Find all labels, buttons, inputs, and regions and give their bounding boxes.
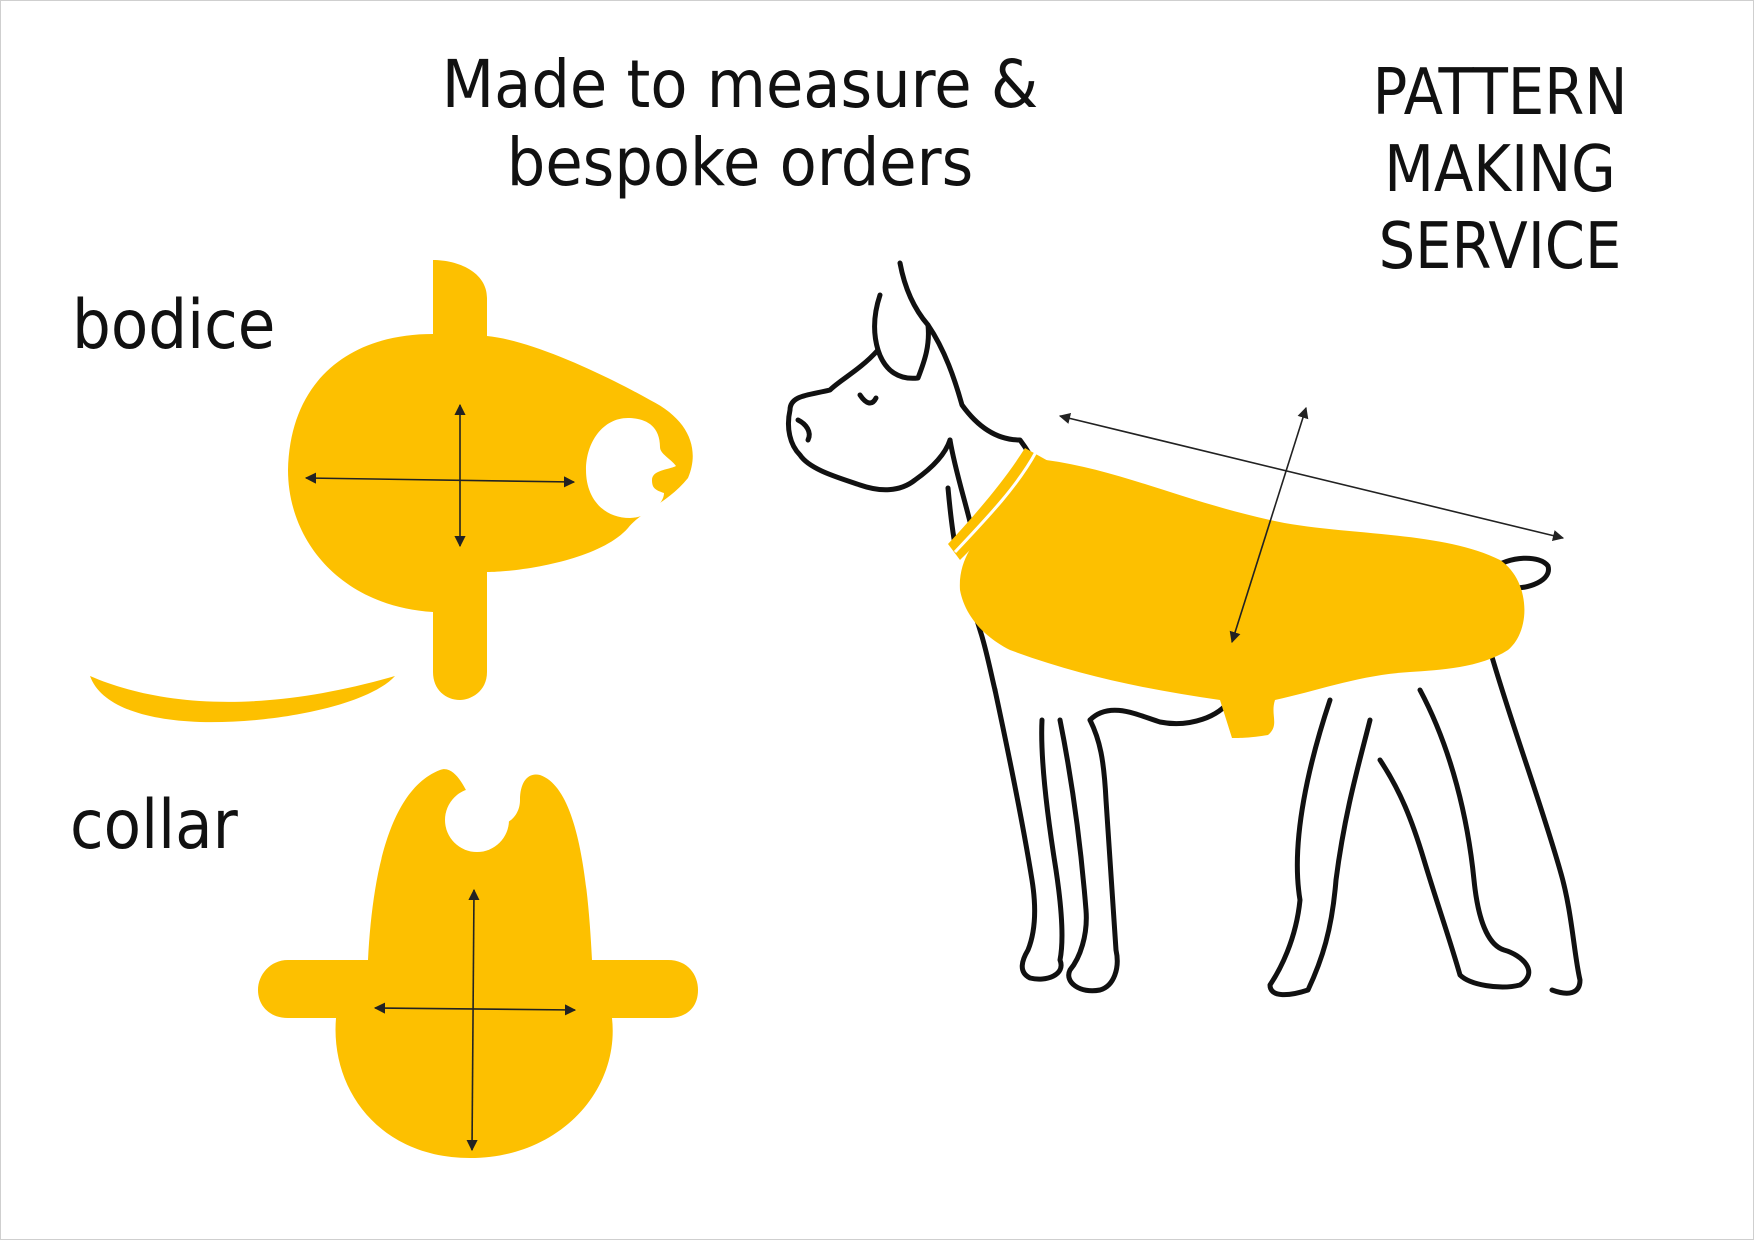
bodice-width-arrow [304, 472, 576, 488]
bodice-label: bodice [72, 286, 276, 365]
collar-label: collar [70, 786, 238, 865]
service-title: PATTERN MAKING SERVICE [1320, 55, 1680, 285]
bodice-neck-cutout [586, 418, 676, 518]
headline-line-2: bespoke orders [506, 123, 974, 201]
belly-length-arrow [466, 888, 480, 1152]
coat-shape [959, 460, 1525, 738]
service-line-3: SERVICE [1378, 209, 1622, 284]
headline-line-1: Made to measure & [441, 46, 1039, 123]
dog-coat [948, 406, 1565, 738]
belly-pattern-piece [258, 769, 698, 1158]
girth-arrow [1229, 406, 1309, 644]
headline: Made to measure & bespoke orders [372, 46, 1108, 202]
service-line-2: MAKING [1384, 132, 1616, 207]
back-length-arrow [1058, 412, 1565, 542]
service-line-1: PATTERN [1372, 56, 1628, 130]
collar-strip [90, 676, 395, 723]
bodice-pattern-piece [288, 260, 693, 700]
belly-neck-cutout [445, 788, 509, 852]
dog-outline-icon [785, 260, 1583, 998]
